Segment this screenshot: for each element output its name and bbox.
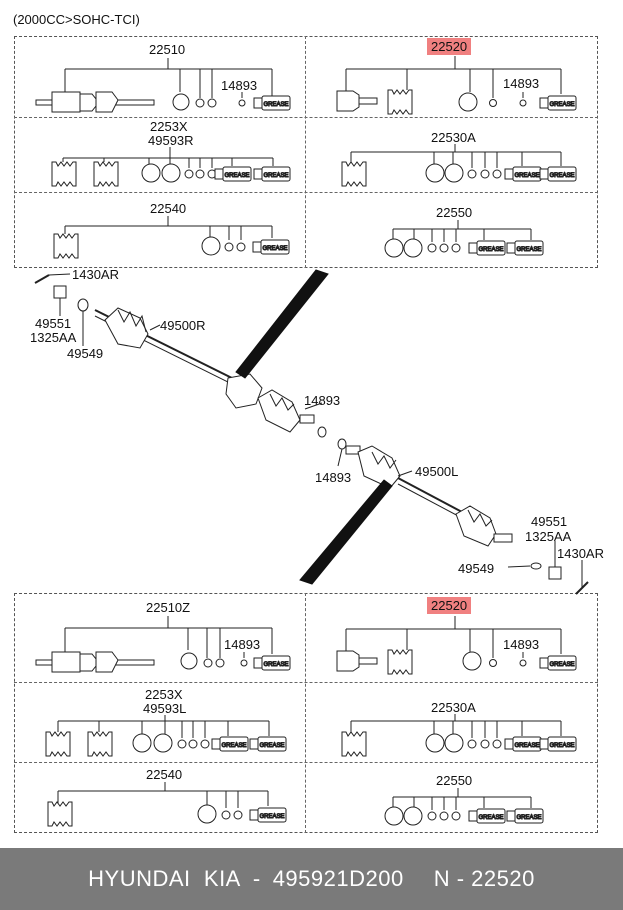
- label-49549-bottom: 49549: [458, 561, 495, 576]
- footer-brand: HYUNDAI KIA: [88, 866, 241, 891]
- label-1430ar-bottom: 1430AR: [557, 546, 604, 561]
- label-49551-top: 49551: [35, 316, 72, 331]
- label-49500l: 49500L: [415, 464, 459, 479]
- top-parts-panel: [14, 36, 598, 268]
- bottom-part-22540: 22540: [146, 767, 183, 782]
- bottom-part-22510z: 22510Z: [146, 600, 191, 615]
- top-part-22510: 22510: [149, 42, 186, 57]
- bottom-part-14893-left: 14893: [224, 637, 261, 652]
- label-14893-a: 14893: [304, 393, 341, 408]
- bottom-cell-divider-v: [305, 593, 306, 833]
- top-part-22520-highlight: 22520: [427, 38, 472, 55]
- label-14893-b: 14893: [315, 470, 352, 485]
- top-part-22540: 22540: [150, 201, 187, 216]
- bottom-part-22530a: 22530A: [431, 700, 476, 715]
- top-part-14893-left: 14893: [221, 78, 258, 93]
- top-cell-divider-v: [305, 36, 306, 268]
- bottom-cell-divider-h2: [14, 762, 598, 763]
- top-cell-divider-h1: [14, 117, 598, 118]
- bottom-part-22520-highlight: 22520: [427, 597, 472, 614]
- engine-caption: (2000CC>SOHC-TCI): [13, 12, 140, 27]
- top-cell-divider-h2: [14, 192, 598, 193]
- top-part-14893-right: 14893: [503, 76, 540, 91]
- label-49500r: 49500R: [160, 318, 206, 333]
- bottom-part-2253x: 2253X: [145, 687, 183, 702]
- label-49549-top: 49549: [67, 346, 104, 361]
- label-1325aa-bottom: 1325AA: [525, 529, 572, 544]
- bottom-part-14893-right: 14893: [503, 637, 540, 652]
- bottom-cell-divider-h1: [14, 682, 598, 683]
- bottom-parts-panel: [14, 593, 598, 833]
- bottom-part-22550: 22550: [436, 773, 473, 788]
- footer-n-label: N - 22520: [433, 866, 535, 891]
- top-part-22530a: 22530A: [431, 130, 476, 145]
- footer-separator: -: [252, 866, 261, 891]
- top-part-22550: 22550: [436, 205, 473, 220]
- bottom-part-49593l: 49593L: [143, 701, 187, 716]
- label-1325aa-top: 1325AA: [30, 330, 77, 345]
- footer-part-number: 495921D200: [272, 866, 404, 891]
- label-1430ar-top: 1430AR: [72, 267, 119, 282]
- top-part-49593r: 49593R: [148, 133, 194, 148]
- label-49551-bottom: 49551: [531, 514, 568, 529]
- part-number-footer: HYUNDAI KIA - 495921D200 N - 22520: [0, 848, 623, 910]
- top-part-2253x: 2253X: [150, 119, 188, 134]
